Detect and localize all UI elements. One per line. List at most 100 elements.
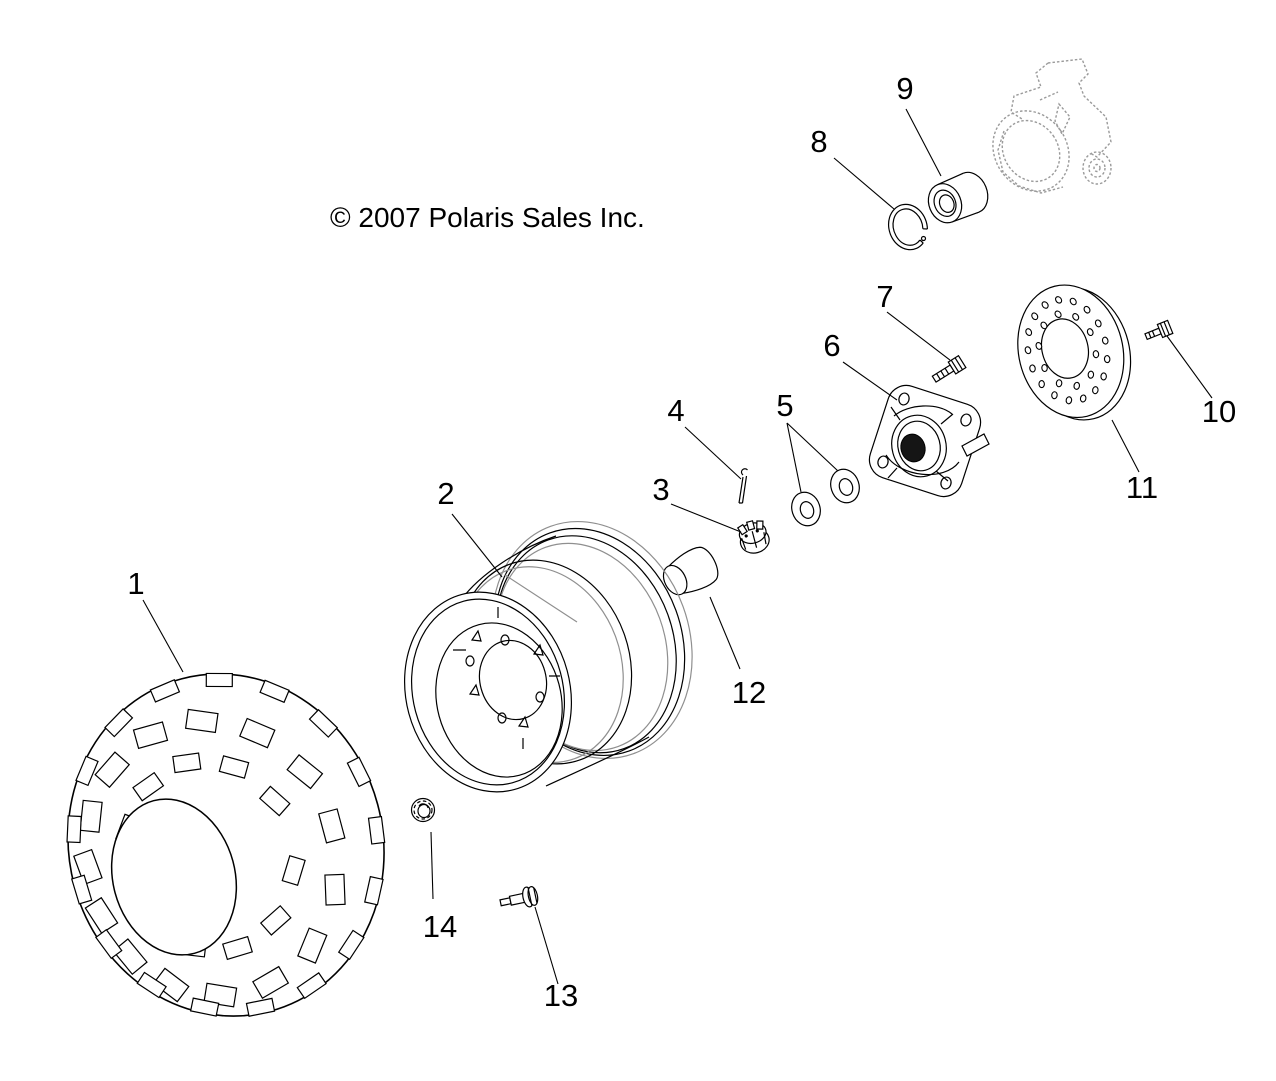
- disc-hole: [1092, 350, 1100, 359]
- disc-hole: [1072, 313, 1080, 321]
- callout-9-leader: [905, 108, 942, 177]
- tread-edge-lug: [66, 815, 82, 844]
- tread-block: [112, 938, 148, 976]
- callout-2-label: 2: [437, 476, 454, 511]
- callout-4-leader: [684, 426, 742, 480]
- tread-edge-lug: [364, 875, 384, 906]
- brake-disc-drawing: [1017, 284, 1132, 421]
- tread-block: [318, 808, 346, 844]
- callout-10-leader: [1166, 335, 1213, 399]
- callout-12-label: 12: [732, 675, 766, 710]
- disc-hole: [1031, 312, 1039, 321]
- castle-nut-drawing: [736, 520, 770, 554]
- callout-2-leader: [451, 513, 503, 578]
- callout-13-leader: [534, 906, 559, 985]
- tread-edge-lug: [346, 756, 372, 788]
- disc-hole: [1073, 381, 1081, 390]
- disc-hole: [1079, 394, 1087, 403]
- callout-7-label: 7: [876, 279, 893, 314]
- tread-block: [152, 967, 190, 1003]
- tread-edge-lug: [259, 679, 290, 704]
- tread-block: [132, 721, 169, 750]
- tread-edge-lug: [149, 679, 181, 703]
- callout-labels: 1 2 3 4 5 6 7 8 9 10 11 12 13 14: [127, 71, 1236, 1013]
- tread-block: [297, 927, 328, 964]
- callout-5-leader-a: [786, 422, 802, 493]
- disc-hole: [1087, 370, 1095, 379]
- bearing-drawing: [927, 171, 989, 224]
- tread-edge-lug: [296, 972, 327, 1000]
- disc-hole: [1083, 305, 1091, 314]
- gearcase-reference-drawing: [992, 58, 1112, 194]
- callout-3-label: 3: [652, 472, 669, 507]
- disc-hole: [1029, 364, 1036, 373]
- tread-block: [259, 904, 292, 936]
- tread-edge-lug: [245, 997, 276, 1017]
- callout-1-label: 1: [127, 566, 144, 601]
- tread-block: [281, 854, 306, 887]
- disc-hole: [1024, 346, 1032, 355]
- callout-9-label: 9: [896, 71, 913, 106]
- callout-5-label: 5: [776, 388, 793, 423]
- tire-drawing: [66, 672, 386, 1017]
- disc-hole: [1055, 379, 1063, 388]
- tread-block: [132, 771, 165, 802]
- washers-drawing: [791, 468, 860, 527]
- callout-6-leader: [842, 361, 898, 401]
- tread-edge-lug: [75, 755, 99, 787]
- disc-hole: [1025, 328, 1033, 336]
- tread-edge-lug: [337, 929, 365, 961]
- disc-hole: [1041, 363, 1048, 373]
- tread-block: [286, 754, 324, 790]
- disc-bolt-drawing: [1144, 319, 1174, 341]
- wheel-hub-drawing: [868, 384, 990, 498]
- callout-14-leader: [430, 831, 434, 900]
- copyright-text: © 2007 Polaris Sales Inc.: [330, 202, 645, 233]
- tire-tread-blocks: [66, 672, 386, 1017]
- disc-hole: [1103, 355, 1111, 364]
- tread-block: [238, 717, 276, 749]
- disc-hole: [1055, 296, 1063, 304]
- tread-block: [172, 752, 202, 774]
- callout-11-leader: [1111, 419, 1140, 473]
- tread-edge-lug: [189, 997, 220, 1017]
- flange-nut-drawing: [410, 797, 436, 823]
- tread-block: [252, 965, 290, 999]
- callout-5-leader-b: [786, 422, 839, 472]
- valve-stem-drawing: [499, 886, 539, 908]
- tread-block: [184, 708, 219, 734]
- tread-edge-lug: [104, 708, 134, 738]
- tread-edge-lug: [308, 708, 339, 738]
- callout-11-label: 11: [1126, 470, 1158, 505]
- tread-edge-lug: [136, 971, 167, 999]
- callout-10-label: 10: [1202, 394, 1236, 429]
- disc-hole: [1092, 386, 1099, 395]
- hub-bolt-drawing: [931, 354, 967, 383]
- tread-block: [84, 896, 119, 935]
- callout-12-leader: [709, 596, 741, 670]
- tread-block: [79, 799, 103, 833]
- tread-edge-lug: [205, 672, 233, 688]
- disc-hole: [1100, 372, 1107, 381]
- disc-hole: [1035, 341, 1043, 350]
- disc-hole: [1065, 396, 1073, 405]
- disc-hole: [1041, 301, 1049, 309]
- tread-block: [94, 751, 131, 789]
- disc-hole: [1051, 391, 1058, 400]
- callout-13-label: 13: [544, 978, 578, 1013]
- callout-1-leader: [142, 599, 184, 673]
- disc-hole: [1101, 336, 1109, 345]
- disc-hole: [1094, 319, 1102, 328]
- tread-block: [324, 873, 346, 906]
- callout-14-label: 14: [423, 909, 457, 944]
- callout-7-leader: [886, 311, 951, 361]
- callout-6-label: 6: [823, 328, 840, 363]
- tread-edge-lug: [70, 874, 93, 905]
- tread-edge-lug: [95, 928, 123, 960]
- cotter-pin-drawing: [738, 468, 748, 504]
- disc-hole: [1086, 328, 1094, 337]
- brake-disc-drill-holes: [1024, 296, 1111, 405]
- callout-8-label: 8: [810, 124, 827, 159]
